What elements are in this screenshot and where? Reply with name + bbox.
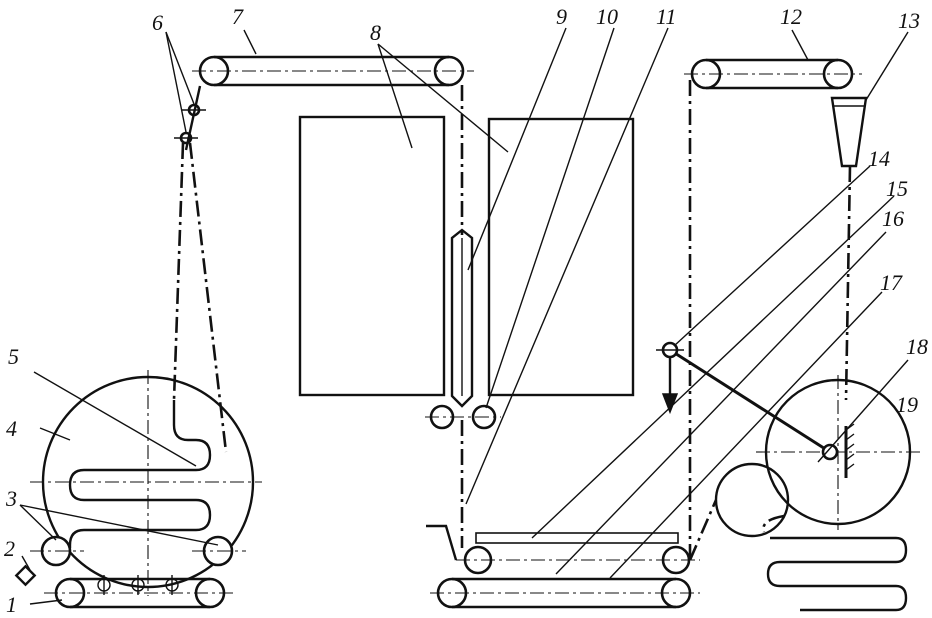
label-17: 17 <box>880 270 903 295</box>
label-6: 6 <box>152 10 163 35</box>
dryer-right-8 <box>487 117 635 397</box>
label-11: 11 <box>656 4 676 29</box>
conveyor-7 <box>192 55 474 87</box>
nip-rollers-10 <box>425 404 501 430</box>
conveyor-17 <box>430 577 700 609</box>
deflector <box>426 524 458 561</box>
lever-arm-14 <box>656 341 831 454</box>
web-down-left <box>188 142 228 453</box>
label-3: 3 <box>5 486 17 511</box>
label-12: 12 <box>780 4 802 29</box>
small-roll <box>714 462 790 538</box>
output-folds <box>766 536 908 612</box>
nozzle-9 <box>450 228 474 408</box>
label-5: 5 <box>8 344 19 369</box>
conveyor-16 <box>456 532 700 575</box>
conveyor-1 <box>44 575 236 609</box>
web-to-roll <box>688 499 718 561</box>
label-2: 2 <box>4 536 15 561</box>
folded-web-5 <box>68 400 212 548</box>
funnel-13 <box>830 96 868 168</box>
label-19: 19 <box>896 392 918 417</box>
drum-4 <box>30 370 262 596</box>
label-8: 8 <box>370 20 381 45</box>
label-18: 18 <box>906 334 928 359</box>
conveyor-12 <box>684 58 862 90</box>
sensor-2 <box>14 564 37 587</box>
guide-rollers-6 <box>174 85 206 151</box>
label-9: 9 <box>556 4 567 29</box>
label-7: 7 <box>232 4 244 29</box>
strand-13 <box>844 165 852 401</box>
label-15: 15 <box>886 176 908 201</box>
label-16: 16 <box>882 206 904 231</box>
label-4: 4 <box>6 416 17 441</box>
leader-lines <box>19 27 909 605</box>
web-to-output <box>762 514 785 533</box>
label-14: 14 <box>868 146 890 171</box>
label-10: 10 <box>596 4 618 29</box>
label-13: 13 <box>898 8 920 33</box>
dryer-left-8 <box>298 115 446 397</box>
rollers-3 <box>30 535 246 567</box>
label-1: 1 <box>6 592 17 617</box>
web-up-left <box>172 142 185 401</box>
